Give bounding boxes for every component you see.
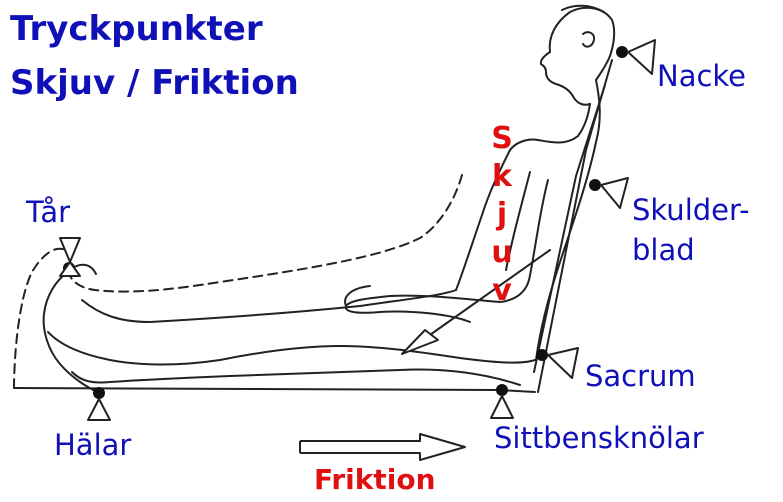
label-sacrum: Sacrum [585, 362, 696, 391]
dot-nacke [616, 46, 628, 58]
label-halar: Hälar [54, 431, 131, 460]
dot-sacrum [536, 349, 548, 361]
label-sittbensknolar: Sittbensknölar [494, 424, 704, 453]
marker-tar-2 [60, 262, 80, 276]
backrest [538, 60, 612, 392]
skjuv-letter: S [487, 120, 517, 158]
bed-footboard-dashed [14, 249, 65, 388]
dot-sittbensknolar [496, 384, 508, 396]
leg-dashed [68, 175, 462, 292]
skjuv-letter: j [487, 196, 517, 234]
marker-halar [88, 399, 110, 420]
ear [583, 32, 594, 46]
skjuv-letter: k [487, 158, 517, 196]
skjuv-letter: u [487, 234, 517, 272]
label-nacke: Nacke [657, 62, 746, 91]
head-outline [550, 8, 614, 80]
neck [510, 104, 590, 150]
label-skulderblad-2: blad [632, 236, 695, 265]
title-line-1: Tryckpunkter [10, 12, 263, 46]
forearm [346, 296, 500, 322]
marker-sittbensknolar [491, 396, 513, 418]
title-line-2: Skjuv / Friktion [10, 66, 299, 100]
marker-skulderblad [601, 178, 628, 208]
leg-lower [48, 332, 535, 365]
dot-skulderblad [589, 179, 601, 191]
label-skulderblad-1: Skulder- [632, 196, 750, 225]
friktion-label: Friktion [314, 466, 436, 494]
skjuv-letter: v [487, 272, 517, 310]
face [541, 52, 590, 105]
dot-halar [93, 387, 105, 399]
leg-bottom [72, 370, 520, 385]
friktion-arrow [300, 434, 465, 460]
skjuv-vertical-label: S k j u v [487, 120, 517, 310]
label-tar: Tår [26, 198, 70, 227]
marker-nacke [628, 40, 655, 74]
marker-sacrum [548, 348, 578, 378]
